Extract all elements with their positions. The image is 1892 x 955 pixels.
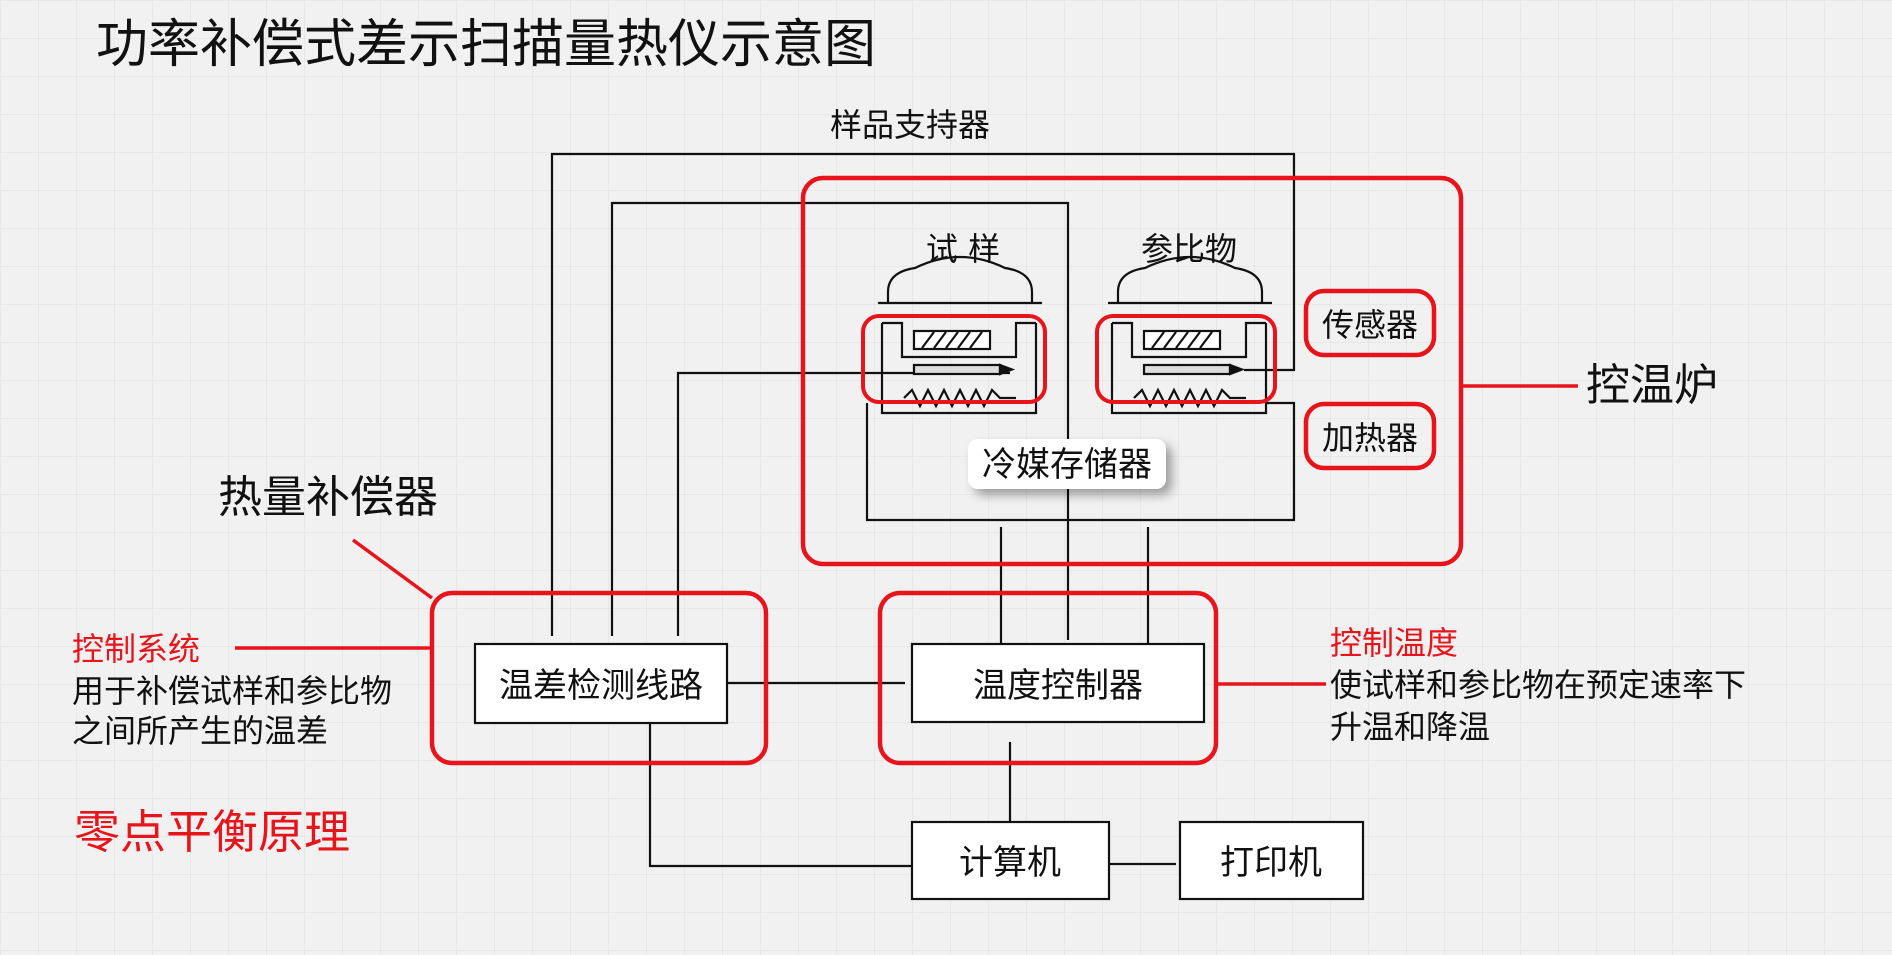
- control-system-title: 控制系统: [72, 630, 200, 668]
- computer-label: 计算机: [959, 843, 1061, 883]
- sensor-label: 传感器: [1322, 306, 1418, 344]
- reference-label: 参比物: [1141, 230, 1237, 268]
- printer-label: 打印机: [1220, 843, 1322, 883]
- furnace-label: 控温炉: [1586, 360, 1718, 411]
- coolant-label-bg: [968, 439, 1166, 489]
- temp-controller-box: [910, 642, 1206, 724]
- temp-diff-circuit-box: [473, 642, 729, 725]
- wiring: [550, 152, 1296, 868]
- control-system-line1: 用于补偿试样和参比物: [72, 672, 392, 710]
- control-temp-title: 控制温度: [1330, 624, 1458, 662]
- printer-box: [1178, 820, 1365, 901]
- sensor-frame: [1303, 288, 1437, 358]
- control-system-line2: 之间所产生的温差: [72, 712, 328, 750]
- heater-frame: [1303, 401, 1437, 471]
- temp-diff-circuit-label: 温差检测线路: [499, 666, 703, 706]
- compensator-arrow: [351, 538, 434, 600]
- furnace-frame: [800, 175, 1464, 567]
- reference-sensor-highlight: [1095, 314, 1277, 404]
- control-temp-line2: 升温和降温: [1330, 708, 1490, 746]
- sample-sensor-highlight: [861, 314, 1047, 404]
- zero-balance-label: 零点平衡原理: [74, 805, 350, 859]
- computer-box: [910, 820, 1111, 901]
- page-title: 功率补偿式差示扫描量热仪示意图: [96, 15, 876, 75]
- sample-label: 试 样: [926, 230, 1000, 268]
- reference-cell: [1108, 255, 1272, 415]
- coolant-label: 冷媒存储器: [982, 445, 1152, 485]
- heater-label: 加热器: [1322, 419, 1418, 457]
- sample-cell: [878, 255, 1042, 415]
- heat-compensator-frame: [429, 590, 769, 766]
- heat-compensator-label: 热量补偿器: [218, 472, 438, 523]
- control-temp-line1: 使试样和参比物在预定速率下: [1330, 666, 1746, 704]
- temp-control-frame: [877, 590, 1219, 766]
- sample-holder-label: 样品支持器: [830, 106, 990, 144]
- temp-controller-label: 温度控制器: [973, 666, 1143, 706]
